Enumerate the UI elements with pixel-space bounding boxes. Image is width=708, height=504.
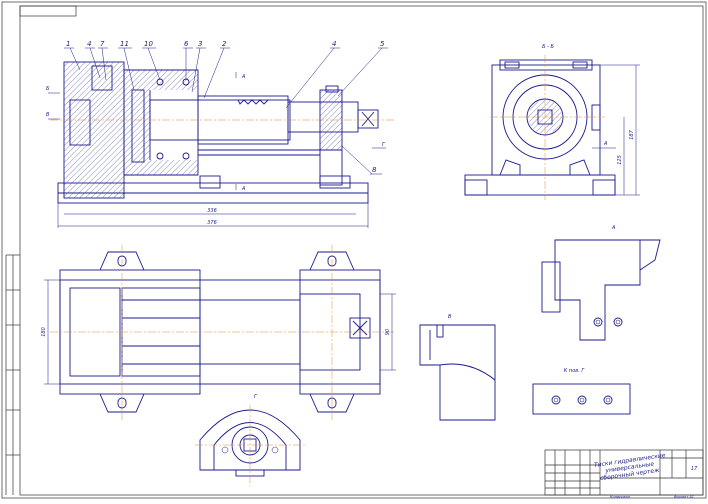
dim-bb-tall: 187: [629, 129, 635, 139]
callout-1: 1: [66, 40, 70, 48]
dim-upper: 336: [207, 208, 217, 214]
view-g-bottom: Г: [195, 394, 305, 486]
callouts: 1 4 7 11 10 6 3 2 4 5 8: [64, 40, 388, 175]
section-g-right: Г: [382, 142, 386, 148]
view-a-title: А: [611, 225, 616, 231]
callout-4: 4: [87, 40, 91, 48]
view-bb: Б - Б 187 125 А: [464, 44, 640, 200]
format-label: Формат А1: [674, 495, 694, 499]
callout-10: 10: [144, 40, 153, 48]
view-g-plate: К пов. Г: [532, 368, 631, 415]
section-a-top: А: [241, 74, 246, 80]
callout-8: 8: [372, 166, 377, 174]
view-v: В: [419, 314, 496, 421]
title-block: Тиски гидравлические универсальные сборо…: [544, 449, 704, 499]
callout-7: 7: [100, 40, 105, 48]
callout-4b: 4: [332, 40, 336, 48]
callout-3: 3: [198, 40, 202, 48]
callout-11: 11: [120, 40, 129, 48]
dim-plan-right: 90: [385, 329, 391, 335]
section-a-bottom: А: [241, 186, 246, 192]
sheet-count: 17: [691, 466, 698, 472]
view-bb-title: Б - Б: [542, 44, 554, 50]
copied-label: Копировал: [610, 495, 631, 499]
dim-lower: 376: [207, 220, 217, 226]
a-arrow-label: А: [603, 141, 608, 147]
dim-plan-height: 180: [41, 327, 47, 337]
callout-5: 5: [380, 40, 385, 48]
view-a: А: [541, 225, 661, 341]
view-g-bottom-title: Г: [254, 394, 258, 400]
section-b-left: Б: [46, 86, 50, 92]
view-g-label: К пов. Г: [564, 368, 586, 374]
view-v-title: В: [448, 314, 452, 320]
section-v-left: В: [46, 112, 50, 118]
callout-2: 2: [222, 40, 227, 48]
plan-view: 180 90: [41, 245, 396, 420]
callout-6: 6: [184, 40, 189, 48]
dim-bb-mid: 125: [617, 155, 623, 165]
front-section-view: А А Б В Г 336 376: [46, 61, 395, 228]
